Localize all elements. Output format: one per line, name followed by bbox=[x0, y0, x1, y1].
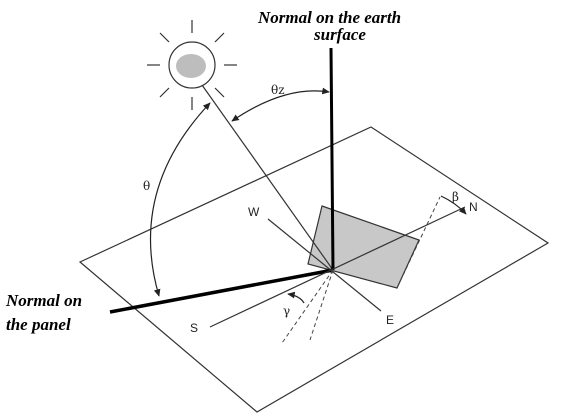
theta-z-arc bbox=[231, 87, 330, 122]
sun-icon bbox=[147, 20, 237, 110]
we-axis bbox=[267, 218, 382, 312]
ground-plane bbox=[78, 126, 550, 413]
earth-normal-label-line1: Normal on the earth bbox=[257, 8, 401, 27]
sun-ray bbox=[201, 84, 334, 271]
compass-n-label: N bbox=[469, 200, 478, 214]
sn-axis bbox=[209, 206, 466, 328]
panel-normal-label-line1: Normal on bbox=[5, 291, 82, 310]
panel-normal-label-line2: the panel bbox=[6, 315, 71, 334]
beta-label: β bbox=[452, 190, 459, 204]
gamma-arc bbox=[287, 291, 305, 304]
gamma-label: γ bbox=[283, 304, 290, 318]
theta-z-label: θz bbox=[271, 83, 285, 97]
earth-normal-label-line2: surface bbox=[313, 25, 366, 44]
beta-arc bbox=[440, 195, 467, 215]
compass-s-label: S bbox=[190, 321, 198, 335]
earth-normal-line bbox=[329, 47, 335, 271]
solar-panel bbox=[307, 205, 420, 289]
compass-e-label: E bbox=[386, 313, 394, 327]
dashed-tilt-line bbox=[396, 196, 441, 289]
dashed-projection-south bbox=[309, 269, 334, 341]
compass-w-label: W bbox=[248, 205, 260, 219]
panel-normal-line bbox=[109, 268, 334, 314]
theta-label: θ bbox=[143, 179, 150, 193]
dashed-projection-gamma bbox=[281, 269, 334, 344]
theta-arc bbox=[149, 102, 211, 297]
